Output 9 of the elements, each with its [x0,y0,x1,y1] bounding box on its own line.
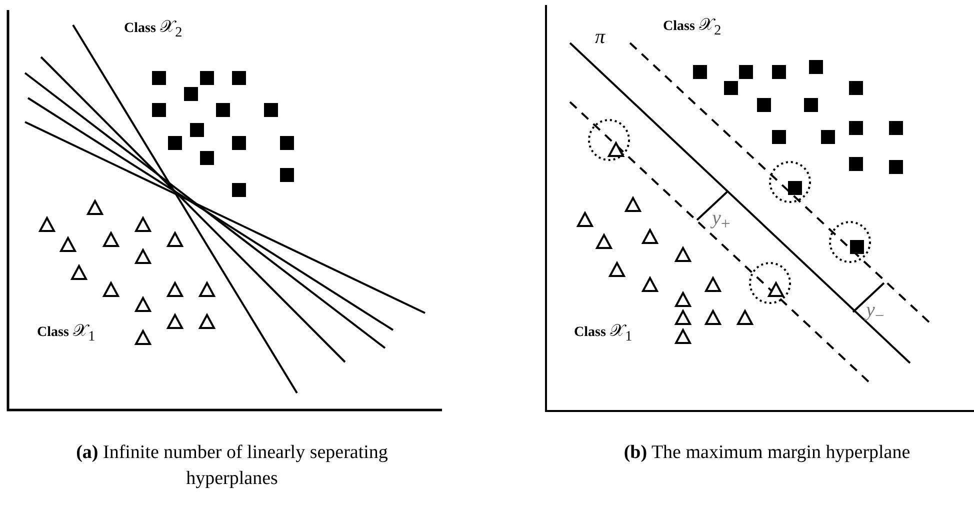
margin-label: y$_{−}$ [866,300,884,325]
hyperplane-label: π [595,27,606,47]
caption: (b) The maximum margin hyperplane [622,441,912,465]
class-label: Class 𝒳$_{1}$ [574,322,632,344]
class-label: Class 𝒳$_{2}$ [663,16,722,38]
caption: (a) Infinite number of linearly seperating hyperplanes [75,441,389,491]
class-label: Class 𝒳$_{1}$ [37,322,96,344]
class-label: Class 𝒳$_{2}$ [124,18,182,40]
margin-label: y$_{+}$ [712,208,730,233]
